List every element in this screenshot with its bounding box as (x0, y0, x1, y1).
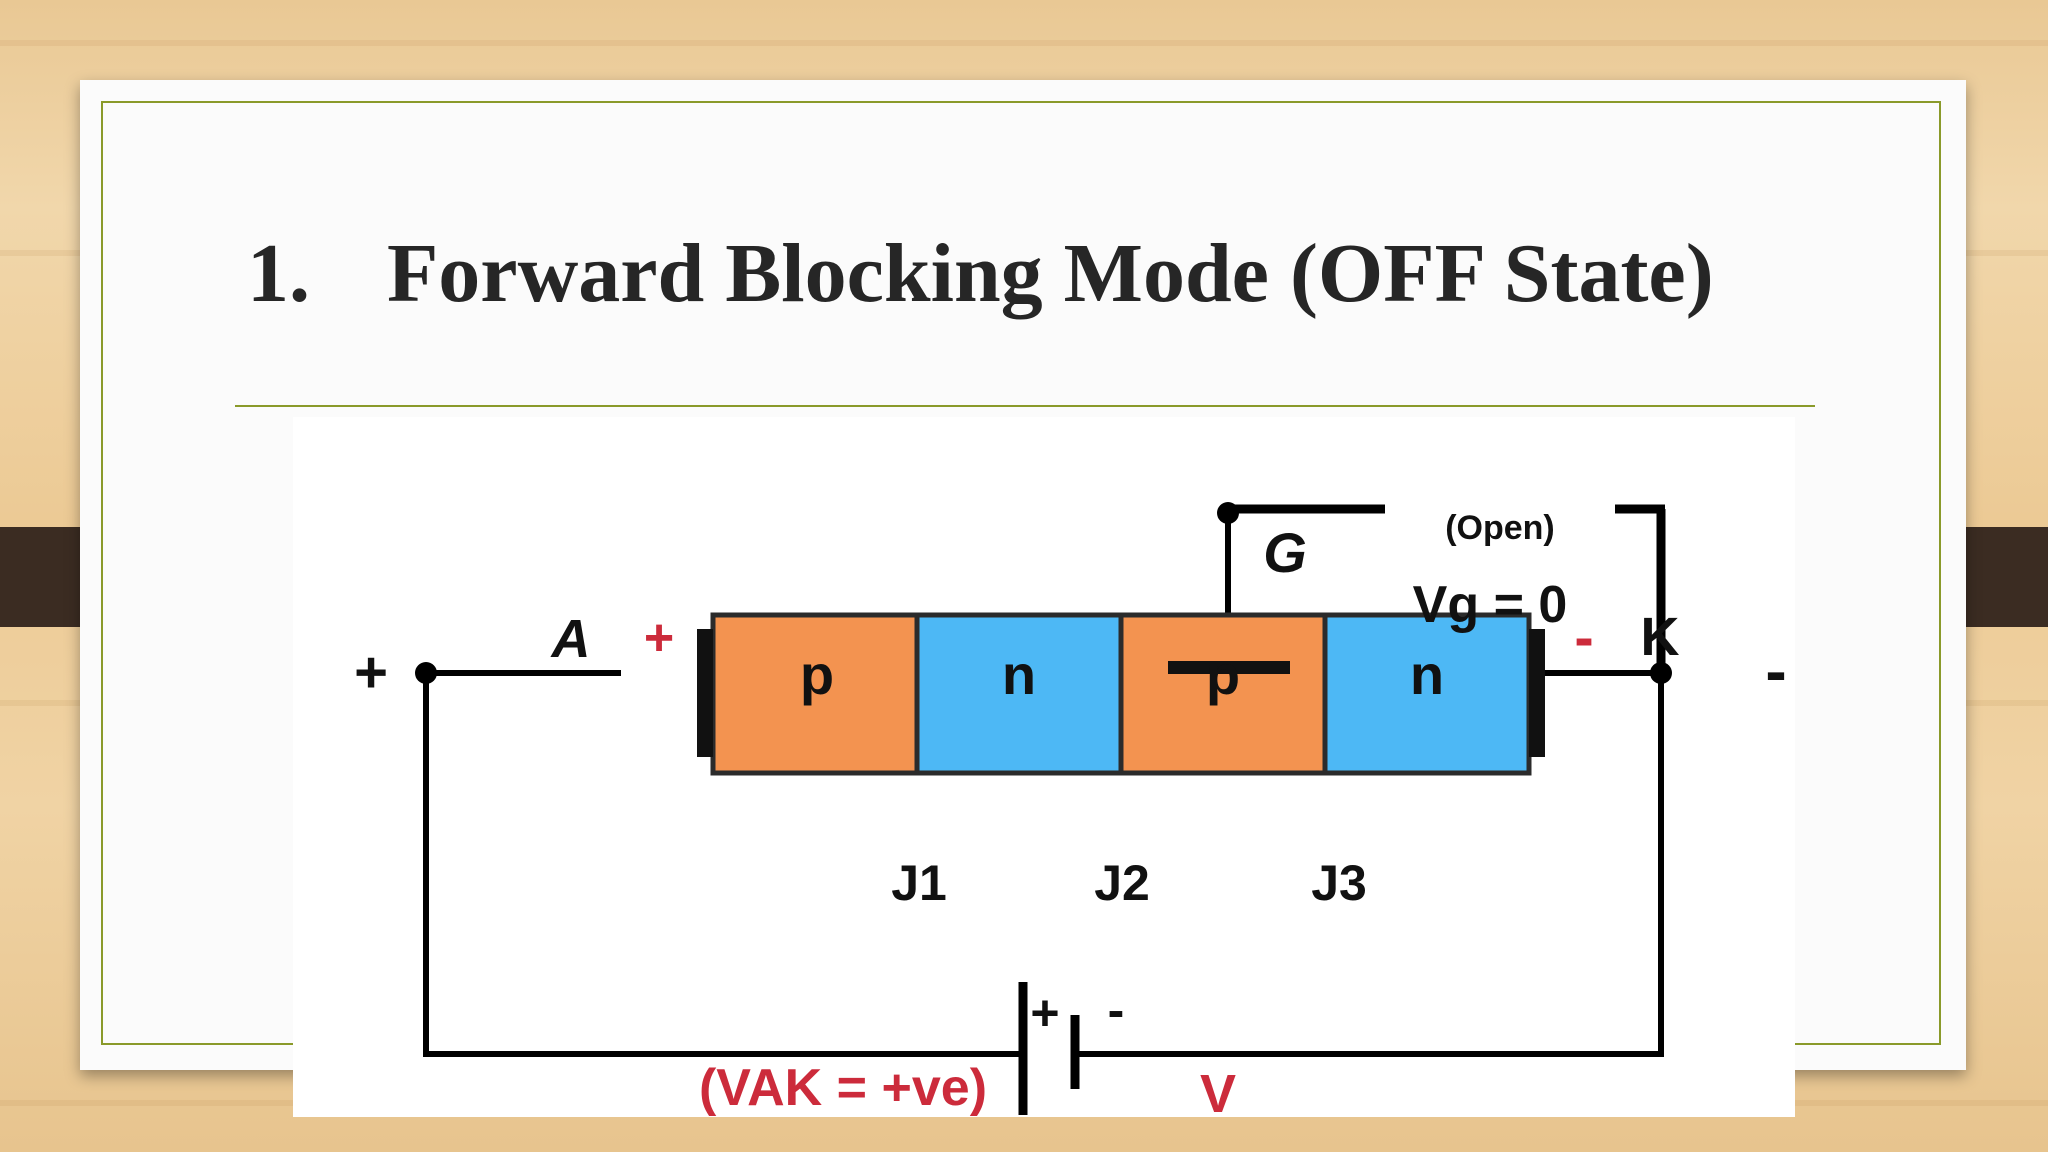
p-layer-2 (1118, 612, 1328, 776)
battery-voltage-label: V (1200, 1064, 1236, 1117)
battery-plus-sign: + (1030, 985, 1059, 1041)
layer-label-1: p (800, 643, 834, 706)
junction-label-2: J2 (1094, 855, 1150, 911)
slide-title: 1. Forward Blocking Mode (OFF State) (247, 225, 1947, 322)
anode-contact (697, 629, 713, 757)
left-terminal-sign: + (354, 640, 388, 705)
thyristor-circuit-diagram: p n p n + A + - K - G (Open) Vg = 0 J1 J… (293, 417, 1795, 1124)
gate-contact (1168, 661, 1290, 674)
cathode-label: K (1641, 607, 1680, 667)
vak-label: (VAK = +ve) (699, 1059, 987, 1117)
cathode-contact (1529, 629, 1545, 757)
junction-label-1: J1 (891, 855, 947, 911)
gate-label: G (1263, 521, 1307, 584)
junction-label-3: J3 (1311, 855, 1367, 911)
cathode-sign: - (1574, 605, 1593, 670)
gate-voltage: Vg = 0 (1413, 576, 1568, 634)
gate-state: (Open) (1445, 509, 1555, 547)
gate-node (1217, 502, 1239, 524)
title-underline (235, 405, 1815, 407)
layer-label-3: p (1206, 643, 1240, 706)
battery-minus-sign: - (1108, 982, 1125, 1038)
anode-sign: + (644, 609, 674, 667)
cathode-node (1650, 662, 1672, 684)
n-layer-2 (1322, 612, 1532, 776)
title-number: 1. (247, 227, 310, 320)
p-layer-1 (710, 612, 920, 776)
layer-label-2: n (1002, 643, 1036, 706)
right-terminal-sign: - (1765, 635, 1786, 707)
anode-label: A (550, 609, 591, 669)
anode-node (415, 662, 437, 684)
title-text: Forward Blocking Mode (OFF State) (387, 227, 1714, 320)
slide: 1. Forward Blocking Mode (OFF State) (80, 80, 1966, 1124)
n-layer-1 (914, 612, 1124, 776)
layer-label-4: n (1410, 643, 1444, 706)
